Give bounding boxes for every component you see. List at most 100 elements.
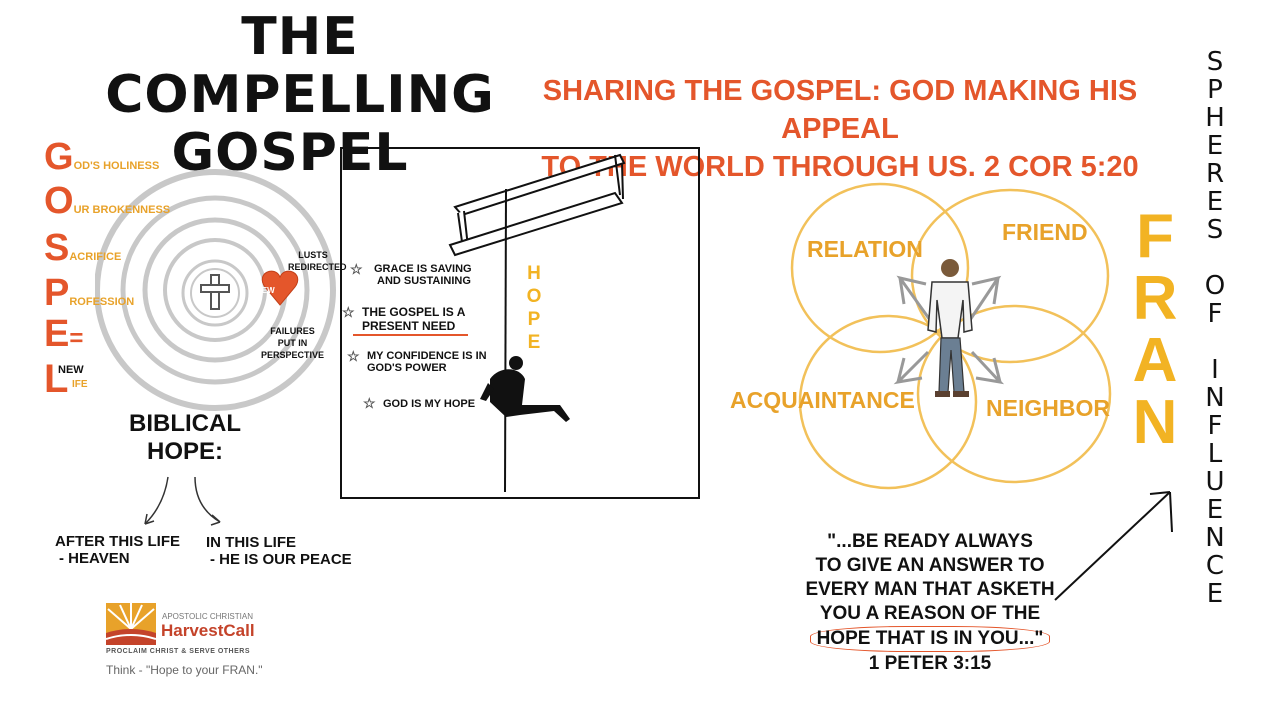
quote-line: "...BE READY ALWAYS bbox=[827, 531, 1033, 552]
quote-line: EVERY MAN THAT ASKETH bbox=[805, 579, 1055, 600]
vertical-letter: E bbox=[1206, 495, 1224, 525]
hope-letter: E bbox=[527, 332, 541, 353]
acrostic-word: ACRIFICE bbox=[69, 251, 122, 263]
star-icon: ☆ bbox=[342, 304, 355, 320]
hope-underline bbox=[353, 334, 468, 336]
hope-point-text: GRACE IS SAVING AND SUSTAINING bbox=[374, 263, 472, 287]
lusts-label: LUSTS REDIRECTED bbox=[288, 249, 347, 273]
acrostic-word: UR BROKENNESS bbox=[73, 204, 171, 216]
man-figure-icon bbox=[927, 259, 973, 397]
scripture-quote: "...BE READY ALWAYS TO GIVE AN ANSWER TO… bbox=[800, 530, 1060, 676]
acrostic-row-p: PROFESSION bbox=[44, 274, 134, 312]
hope-point-line: GOD'S POWER bbox=[367, 362, 447, 374]
acrostic-row-e: E= bbox=[44, 315, 83, 358]
hope-point-line: MY CONFIDENCE IS IN bbox=[367, 350, 487, 362]
hope-point-text: GOD IS MY HOPE bbox=[383, 398, 475, 410]
after-this-life: AFTER THIS LIFE - HEAVEN bbox=[55, 533, 180, 567]
hope-point-text: MY CONFIDENCE IS IN GOD'S POWER bbox=[367, 350, 487, 374]
acrostic-row-g: GOD'S HOLINESS bbox=[44, 138, 159, 176]
acrostic-letter: S bbox=[44, 227, 70, 269]
acrostic-row-l: L NEW IFE bbox=[44, 357, 88, 401]
quote-reference: 1 PETER 3:15 bbox=[868, 653, 992, 674]
hope-vertical: H O P E bbox=[524, 262, 544, 354]
logo-name: HarvestCall bbox=[161, 621, 255, 640]
vertical-letter: N bbox=[1205, 383, 1225, 413]
acrostic-equals: = bbox=[69, 325, 84, 352]
vertical-letter: E bbox=[1206, 187, 1224, 217]
failures-line-2: PUT IN PERSPECTIVE bbox=[260, 338, 325, 360]
star-icon: ☆ bbox=[363, 395, 376, 411]
hope-letter: H bbox=[527, 263, 541, 284]
vertical-letter: P bbox=[1207, 75, 1223, 105]
quote-line: TO GIVE AN ANSWER TO bbox=[815, 555, 1045, 576]
hope-point-text: THE GOSPEL IS A PRESENT NEED bbox=[362, 305, 465, 333]
hope-point-3: ☆ MY CONFIDENCE IS IN GOD'S POWER bbox=[347, 348, 487, 374]
title-line-1: THE COMPELLING bbox=[105, 7, 495, 125]
vertical-letter: C bbox=[1205, 551, 1225, 581]
vertical-letter: O bbox=[1204, 271, 1226, 301]
heart-icon bbox=[261, 270, 299, 306]
sphere-relation: RELATION bbox=[807, 236, 923, 262]
acrostic-letter: L bbox=[44, 357, 69, 401]
vertical-letter: H bbox=[1205, 103, 1225, 133]
vertical-letter: R bbox=[1205, 159, 1225, 189]
in-line-2: - HE IS OUR PEACE bbox=[210, 551, 352, 568]
climber-icon bbox=[480, 356, 570, 422]
vertical-letter: F bbox=[1207, 299, 1223, 329]
vertical-letter: S bbox=[1206, 47, 1224, 77]
hope-point-1: ☆ GRACE IS SAVING AND SUSTAINING bbox=[350, 261, 472, 287]
hope-point-4: ☆ GOD IS MY HOPE bbox=[363, 395, 475, 411]
logo-org: APOSTOLIC CHRISTIAN bbox=[162, 612, 253, 621]
acrostic-word: OD'S HOLINESS bbox=[73, 160, 160, 172]
cross-icon bbox=[200, 274, 230, 310]
acrostic-letter: E bbox=[44, 313, 70, 355]
vertical-letter: F bbox=[1207, 411, 1223, 441]
acrostic-row-s: SACRIFICE bbox=[44, 229, 121, 267]
biblical-hope-line-1: BIBLICAL bbox=[129, 410, 241, 437]
hope-point-line: AND SUSTAINING bbox=[377, 275, 471, 287]
vertical-letter: S bbox=[1206, 215, 1224, 245]
fran-acronym: F R A N bbox=[1120, 206, 1190, 454]
fran-letter: N bbox=[1132, 388, 1178, 457]
biblical-hope-arrows bbox=[144, 476, 221, 526]
hope-point-line: GRACE IS SAVING bbox=[374, 263, 472, 275]
hope-illustration bbox=[448, 153, 626, 493]
acrostic-letter: G bbox=[44, 136, 74, 178]
hope-letter: O bbox=[526, 286, 542, 307]
vertical-letter: N bbox=[1205, 523, 1225, 553]
i-beam-icon bbox=[448, 153, 626, 257]
in-line-1: IN THIS LIFE bbox=[206, 534, 296, 551]
hope-letter: P bbox=[527, 309, 541, 330]
main-title: THE COMPELLING GOSPEL bbox=[40, 8, 560, 182]
biblical-hope-heading: BIBLICAL HOPE: bbox=[105, 410, 265, 466]
hope-point-2: ☆ THE GOSPEL IS A PRESENT NEED bbox=[342, 305, 465, 333]
fran-letter: R bbox=[1132, 264, 1178, 333]
hope-point-line: PRESENT NEED bbox=[362, 319, 456, 333]
subtitle-line-1: SHARING THE GOSPEL: GOD MAKING HIS APPEA… bbox=[542, 75, 1138, 145]
acrostic-letter: O bbox=[44, 180, 74, 222]
after-line-1: AFTER THIS LIFE bbox=[55, 533, 180, 550]
lusts-line-2: REDIRECTED bbox=[288, 262, 347, 272]
fran-letter: F bbox=[1136, 202, 1174, 271]
hope-point-line: THE GOSPEL IS A bbox=[362, 305, 466, 319]
star-icon: ☆ bbox=[347, 348, 360, 364]
star-icon: ☆ bbox=[350, 261, 363, 277]
caption: Think - "Hope to your FRAN." bbox=[106, 663, 263, 677]
in-this-life: IN THIS LIFE - HE IS OUR PEACE bbox=[206, 534, 352, 568]
sphere-neighbor: NEIGHBOR bbox=[986, 395, 1110, 421]
sphere-acquaintance: ACQUAINTANCE bbox=[730, 387, 915, 413]
failures-label: FAILURES PUT IN PERSPECTIVE bbox=[250, 325, 335, 361]
after-line-2: - HEAVEN bbox=[59, 550, 130, 567]
arrow-to-fran bbox=[1054, 491, 1173, 601]
acrostic-row-o: OUR BROKENNESS bbox=[44, 182, 170, 220]
hope-point-line: GOD IS MY HOPE bbox=[383, 398, 476, 410]
arrows-out-icon bbox=[893, 275, 1005, 385]
vertical-letter: E bbox=[1206, 579, 1224, 609]
sunrise-icon bbox=[106, 603, 156, 645]
acrostic-life: IFE bbox=[72, 379, 88, 390]
spheres-diagram bbox=[790, 182, 1112, 490]
subtitle: SHARING THE GOSPEL: GOD MAKING HIS APPEA… bbox=[490, 72, 1190, 186]
subtitle-line-2: TO THE WORLD THROUGH US. 2 COR 5:20 bbox=[541, 151, 1139, 183]
sphere-friend: FRIEND bbox=[1002, 219, 1088, 245]
fran-letter: A bbox=[1132, 326, 1178, 395]
